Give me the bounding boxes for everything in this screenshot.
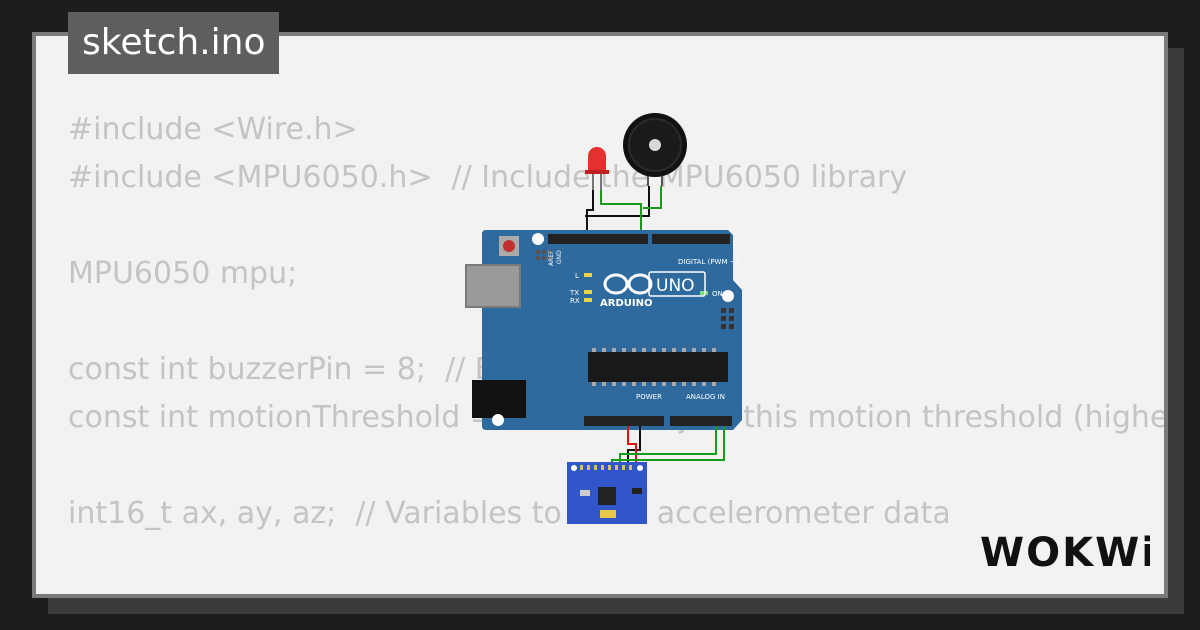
code-line: MPU6050 mpu; — [68, 256, 298, 291]
wire-black-bottom[interactable] — [627, 426, 641, 466]
arduino-uno-board[interactable]: ARDUINO UNO DIGITAL (PWM ~) POWER ANALOG… — [465, 230, 742, 430]
on-led-label: ON — [712, 290, 723, 298]
mpu6050-module[interactable] — [567, 462, 647, 524]
wire-black-top[interactable] — [585, 186, 650, 236]
aref-pin-label: AREF — [548, 250, 555, 266]
wire-green-top[interactable] — [600, 186, 662, 236]
board-brand: ARDUINO — [600, 298, 652, 309]
power-header-label: POWER — [636, 393, 662, 401]
analog-header-label: ANALOG IN — [686, 393, 725, 401]
gnd-pin-label: GND — [556, 250, 563, 264]
file-tab[interactable]: sketch.ino — [68, 12, 280, 74]
rx-led-label: RX — [570, 297, 580, 305]
code-line: int16_t ax, ay, az; // Variables to stor… — [68, 496, 951, 531]
l-led-label: L — [575, 272, 579, 280]
tx-led-label: TX — [569, 289, 579, 297]
digital-header-label: DIGITAL (PWM ~) — [678, 258, 739, 266]
code-line: #include <Wire.h> — [68, 112, 358, 147]
arduino-infinity-icon — [603, 273, 653, 295]
code-line: void setup() { — [68, 586, 1164, 594]
code-line: #include <MPU6050.h> // Include the MPU6… — [68, 160, 908, 195]
red-led[interactable] — [585, 147, 609, 190]
wokwi-logo-text: WOKWi — [980, 530, 1150, 576]
board-model: UNO — [656, 276, 695, 296]
wokwi-logo-icon: WOKWi — [980, 530, 1150, 576]
buzzer[interactable] — [623, 113, 687, 186]
preview-card: #include <Wire.h> #include <MPU6050.h> //… — [36, 36, 1164, 594]
